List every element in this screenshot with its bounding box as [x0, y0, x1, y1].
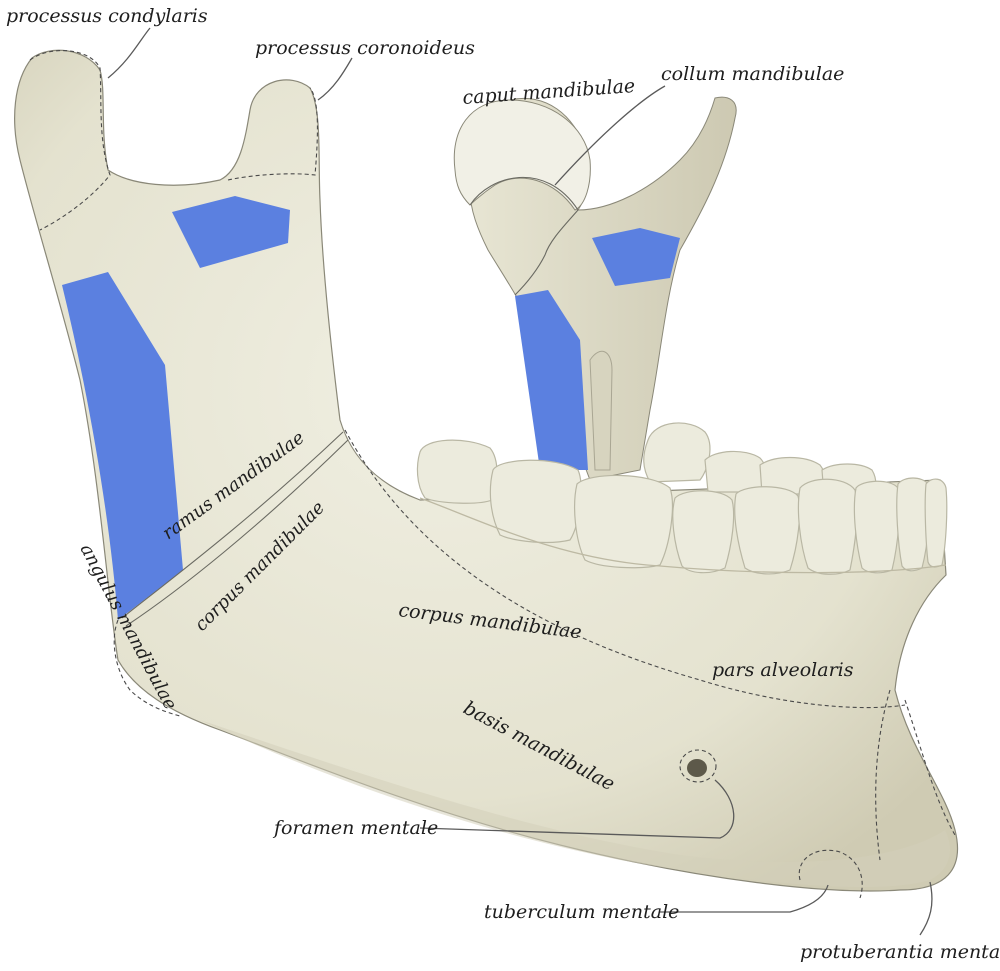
coronoid-process-outline	[227, 87, 318, 181]
leader-processus-condylaris	[107, 27, 151, 79]
tooth-incisor-lateral	[853, 480, 901, 574]
teeth	[416, 422, 948, 575]
label-protuberantia-mentalis: protuberantia mentalis	[800, 941, 1000, 963]
protuberance-outline	[875, 689, 956, 861]
far-ramus-ridge	[589, 350, 613, 471]
leader-lines	[107, 27, 933, 936]
tooth-canine	[797, 478, 858, 575]
tooth-molar-3	[416, 439, 498, 504]
gum-line	[419, 497, 947, 574]
label-processus-condylaris: processus condylaris	[6, 5, 208, 27]
mandible-bone	[14, 49, 959, 892]
far-coronoid-attachment	[592, 228, 680, 286]
lower-shadow	[200, 720, 950, 888]
collum-outline	[469, 176, 579, 296]
tooth-molar-1	[574, 474, 673, 569]
tooth-molar-2	[489, 459, 582, 544]
tooth-premolar-1	[734, 486, 801, 575]
far-ramus-attachment	[515, 290, 588, 470]
leader-collum-mandibulae	[554, 85, 666, 186]
label-collum-mandibulae: collum mandibulae	[661, 63, 844, 85]
near-mandible	[14, 49, 959, 899]
tuberculum-outline	[798, 849, 863, 899]
tooth-molar-far-1	[643, 422, 711, 483]
masseter-attachment	[62, 272, 183, 620]
tooth-premolar-2	[672, 490, 735, 574]
leader-processus-coronoideus	[317, 57, 353, 101]
tooth-incisor-central-2	[924, 478, 948, 568]
coronoid-attachment	[172, 196, 290, 268]
leader-tuberculum-mentale	[660, 884, 829, 913]
ramus-corpus-border	[121, 431, 344, 619]
tooth-incisor-central-1	[896, 477, 931, 572]
alveolar-boundary	[344, 429, 906, 709]
foramen-mentale-outline	[679, 749, 717, 783]
label-foramen-mentale: foramen mentale	[272, 817, 438, 839]
foramen-mentale-hole	[687, 759, 707, 777]
tooth-molar-far-2	[704, 450, 767, 493]
condylar-process-outline	[29, 50, 111, 231]
leader-foramen-mentale	[419, 779, 735, 839]
label-processus-coronoideus: processus coronoideus	[255, 37, 475, 59]
far-ramus	[453, 96, 737, 481]
leader-protuberantia-mentalis	[919, 881, 933, 936]
ramus-corpus-border-2	[125, 439, 349, 627]
label-tuberculum-mentale: tuberculum mentale	[484, 901, 679, 923]
angulus-outline	[113, 619, 181, 717]
label-pars-alveolaris: pars alveolaris	[712, 659, 854, 681]
